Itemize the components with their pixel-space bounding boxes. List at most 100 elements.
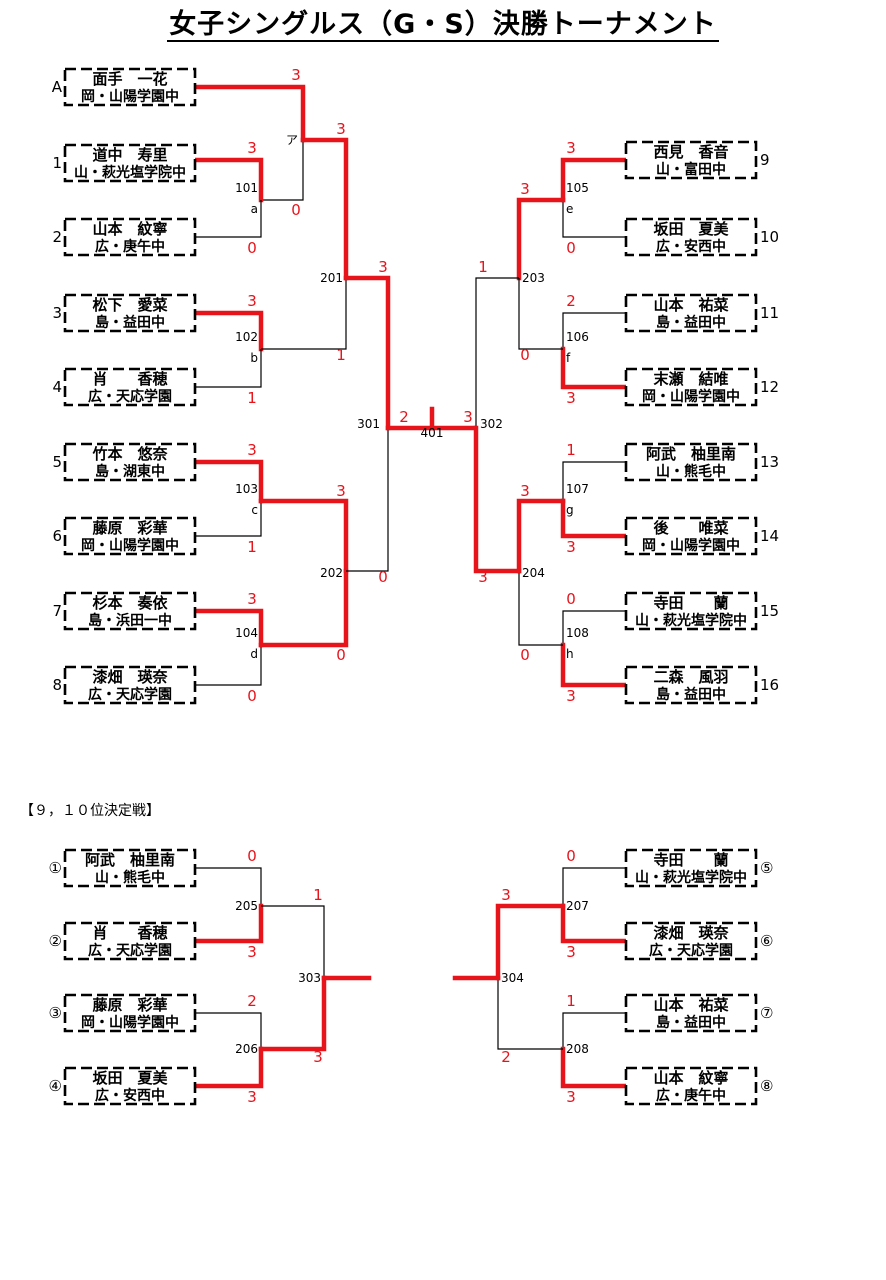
score-4-bottom: 0 [247, 687, 257, 705]
cons-right-player-3-box [624, 1066, 758, 1106]
match-202-label: 202 [320, 566, 343, 580]
cons-right-player-3-seed: ⑧ [760, 1077, 773, 1095]
left-player-1-seed: 1 [52, 154, 62, 172]
score-302-top: 1 [478, 258, 488, 276]
line-a-bottom [261, 140, 304, 201]
score-7-bottom: 3 [566, 538, 576, 556]
left-player-4-name: 肖 香穂 [92, 370, 167, 388]
match-4-sub: d [250, 647, 258, 661]
score-206-bottom: 3 [247, 1088, 257, 1106]
match-2-label: 102 [235, 330, 258, 344]
right-player-4-seed: 13 [760, 453, 779, 471]
left-player-3-seed: 3 [52, 304, 62, 322]
score-1-top: 3 [247, 139, 257, 157]
left-player-3-name: 松下 愛菜 [92, 296, 167, 314]
right-player-2-seed: 11 [760, 304, 779, 322]
right-player-3-box [624, 367, 758, 407]
line-203-bottom [518, 278, 563, 350]
match-8-sub: h [566, 647, 574, 661]
score-205-top: 0 [247, 847, 257, 865]
cons-right-player-0-box [624, 848, 758, 888]
score-302-bottom: 3 [478, 568, 488, 586]
cons-left-player-3-school: 広・安西中 [95, 1087, 165, 1104]
score-5-bottom: 0 [566, 239, 576, 257]
line-206-bottom [192, 1046, 264, 1089]
match-207-label: 207 [566, 899, 589, 913]
cons-left-player-0-school: 山・熊毛中 [95, 869, 165, 886]
right-player-5-box [624, 516, 758, 556]
cons-left-player-2-school: 岡・山陽学園中 [81, 1014, 179, 1031]
line-208-bottom [560, 1046, 629, 1089]
line-103-top [192, 459, 264, 504]
left-player-3-school: 島・益田中 [95, 314, 165, 331]
score-201-bottom: 1 [336, 346, 346, 364]
right-player-1-name: 坂田 夏美 [653, 220, 729, 238]
match-302-label: 302 [480, 417, 503, 431]
match-5-sub: e [566, 202, 573, 216]
match-401-label: 401 [421, 426, 444, 440]
line-108-bottom [560, 642, 629, 688]
match-4-label: 104 [235, 626, 258, 640]
line-301-top [343, 275, 391, 431]
line-207-top [562, 867, 626, 906]
right-player-7-box [624, 665, 758, 705]
cons-right-player-2-name: 山本 祐菜 [653, 996, 728, 1014]
score-7-top: 1 [566, 441, 576, 459]
match-303-label: 303 [298, 971, 321, 985]
left-player-2-school: 広・庚午中 [95, 238, 165, 255]
left-player-8-box [63, 665, 197, 705]
cons-right-player-2-school: 島・益田中 [656, 1014, 726, 1031]
line-206-top [195, 1012, 262, 1049]
line-303-top [261, 905, 325, 978]
left-player-2-seed: 2 [52, 228, 62, 246]
match-201-label: 201 [320, 271, 343, 285]
match-a-label: ア [286, 133, 298, 147]
consolation-heading: 【９，１０位決定戦】 [20, 803, 160, 819]
score-1-bottom: 0 [247, 239, 257, 257]
left-player-4-box [63, 367, 197, 407]
cons-left-player-0-name: 阿武 柚里南 [85, 851, 175, 869]
right-player-1-box [624, 217, 758, 257]
left-player-7-box [63, 591, 197, 631]
score-207-bottom: 3 [566, 943, 576, 961]
line-105-top [560, 157, 629, 203]
left-player-5-box [63, 442, 197, 482]
score-8-bottom: 3 [566, 687, 576, 705]
line-102-bottom [195, 349, 262, 388]
cons-left-player-2-box [63, 993, 197, 1033]
score-202-bottom: 0 [336, 646, 346, 664]
left-player-4-seed: 4 [52, 378, 62, 396]
left-player-2-box [63, 217, 197, 257]
cons-left-player-2-seed: ③ [49, 1004, 62, 1022]
match-8-label: 108 [566, 626, 589, 640]
line-103-bottom [195, 501, 262, 537]
right-player-5-seed: 14 [760, 527, 779, 545]
right-player-2-school: 島・益田中 [656, 314, 726, 331]
match-5-label: 105 [566, 181, 589, 195]
left-player-8-seed: 8 [52, 676, 62, 694]
line-106-bottom [560, 346, 629, 390]
score-205-bottom: 3 [247, 943, 257, 961]
cons-right-player-0-name: 寺田 蘭 [653, 851, 728, 869]
score-206-top: 2 [247, 992, 257, 1010]
match-205-label: 205 [235, 899, 258, 913]
line-108-top [562, 610, 626, 645]
left-player-0-name: 面手 一花 [92, 70, 167, 88]
line-202-top [258, 498, 349, 574]
right-player-0-name: 西見 香音 [653, 143, 728, 161]
left-player-6-name: 藤原 彩華 [92, 519, 167, 537]
score-201-top: 3 [378, 258, 388, 276]
right-player-7-seed: 16 [760, 676, 779, 694]
line-204-bottom [518, 571, 563, 646]
right-player-7-name: 二森 風羽 [653, 668, 728, 686]
match-7-label: 107 [566, 482, 589, 496]
score-401-left: 2 [399, 408, 409, 426]
line-201-bottom [261, 278, 347, 350]
match-203-label: 203 [522, 271, 545, 285]
match-2-sub: b [250, 351, 258, 365]
line-102-top [192, 310, 264, 352]
score-304-bottom: 2 [501, 1048, 511, 1066]
line-104-bottom [195, 645, 262, 686]
left-player-6-school: 岡・山陽学園中 [81, 537, 179, 554]
